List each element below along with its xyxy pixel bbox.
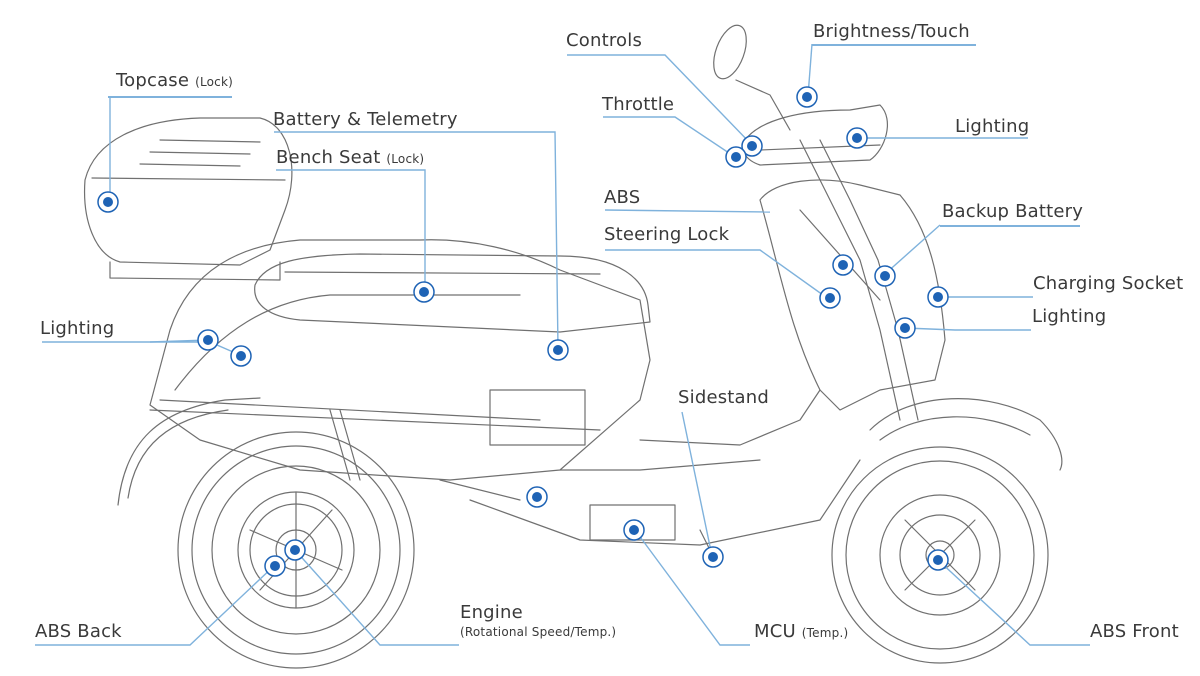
seat-outline — [254, 253, 651, 333]
label-bench-seat-note: (Lock) — [386, 152, 425, 166]
label-engine: Engine (Rotational Speed/Temp.) — [460, 602, 616, 639]
label-topcase: Topcase (Lock) — [116, 70, 233, 91]
leg-shield — [759, 179, 946, 411]
label-brightness-touch: Brightness/Touch — [813, 21, 970, 42]
floorboard — [639, 389, 821, 446]
label-backup-battery-underline — [940, 225, 1080, 227]
label-mcu-note: (Temp.) — [801, 626, 849, 640]
label-mcu: MCU (Temp.) — [754, 621, 848, 642]
label-abs: ABS — [604, 187, 641, 208]
label-throttle: Throttle — [602, 94, 675, 115]
mirror — [713, 24, 747, 80]
sensor-markers — [97, 86, 949, 577]
label-backup-battery: Backup Battery — [942, 201, 1084, 222]
label-battery-telemetry: Battery & Telemetry — [273, 109, 458, 130]
rear-body — [149, 239, 651, 481]
label-steering-lock: Steering Lock — [604, 224, 730, 245]
label-engine-text: Engine — [460, 602, 523, 623]
topcase-outline — [83, 117, 293, 266]
front-fender — [869, 398, 1063, 471]
label-mcu-text: MCU — [754, 621, 796, 642]
label-topcase-underline — [108, 96, 232, 98]
label-abs-back: ABS Back — [35, 621, 122, 642]
handlebar-headset — [742, 104, 889, 166]
label-bench-seat: Bench Seat (Lock) — [276, 147, 424, 168]
label-abs-front: ABS Front — [1090, 621, 1179, 642]
label-bench-seat-text: Bench Seat — [276, 147, 381, 168]
label-charging-socket: Charging Socket — [1033, 273, 1184, 294]
label-brightness-underline — [812, 44, 976, 46]
rear-wheel — [177, 431, 415, 669]
label-lighting-front-upper: Lighting — [955, 116, 1030, 137]
label-lighting-front-lower: Lighting — [1032, 306, 1107, 327]
label-sidestand: Sidestand — [678, 387, 770, 408]
rear-fender — [117, 397, 261, 506]
label-topcase-text: Topcase — [116, 70, 190, 91]
label-lighting-rear: Lighting — [40, 318, 115, 339]
battery-box — [489, 389, 586, 446]
label-topcase-note: (Lock) — [195, 75, 234, 89]
label-controls: Controls — [566, 30, 643, 51]
front-wheel — [831, 446, 1049, 664]
label-engine-note: (Rotational Speed/Temp.) — [460, 625, 617, 639]
